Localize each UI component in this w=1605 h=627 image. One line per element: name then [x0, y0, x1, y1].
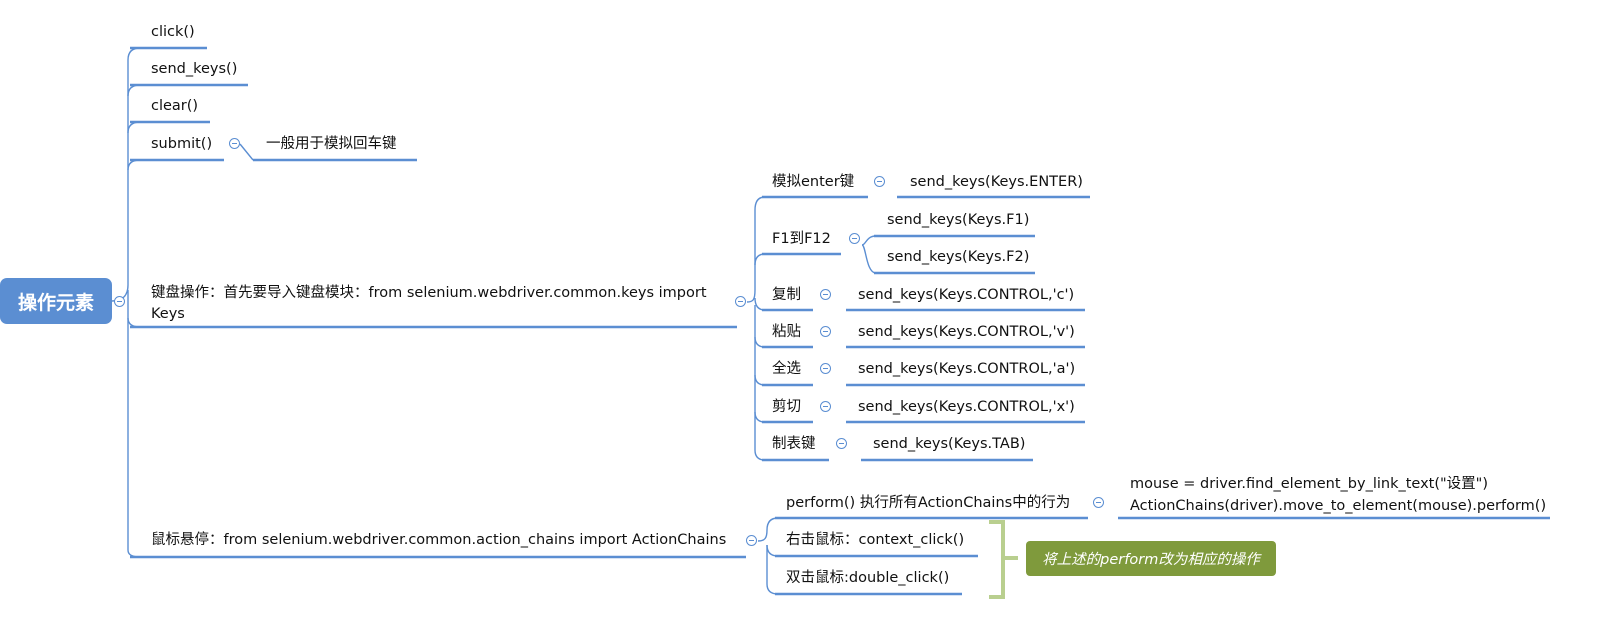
- node-copy-child-label: send_keys(Keys.CONTROL,'c'): [858, 287, 1075, 303]
- collapse-icon[interactable]: [746, 535, 757, 546]
- node-f2[interactable]: send_keys(Keys.F2): [887, 249, 1029, 266]
- node-right-click[interactable]: 右击鼠标：context_click(): [786, 532, 964, 549]
- node-tab[interactable]: 制表键: [772, 436, 816, 453]
- node-click-label: click(): [151, 24, 195, 40]
- node-perform-code-line1: mouse = driver.find_element_by_link_text…: [1130, 476, 1488, 492]
- node-select-all-child-label: send_keys(Keys.CONTROL,'a'): [858, 361, 1076, 377]
- node-enter-child-label: send_keys(Keys.ENTER): [910, 174, 1083, 190]
- node-double-click-label: 双击鼠标:double_click(): [786, 570, 950, 586]
- node-mouse-label: 鼠标悬停：from selenium.webdriver.common.acti…: [151, 532, 727, 548]
- collapse-icon[interactable]: [849, 233, 860, 244]
- collapse-icon[interactable]: [229, 138, 240, 149]
- collapse-icon[interactable]: [820, 363, 831, 374]
- node-f1-label: send_keys(Keys.F1): [887, 212, 1030, 228]
- node-submit-desc-label: 一般用于模拟回车键: [266, 136, 397, 152]
- node-enter-child[interactable]: send_keys(Keys.ENTER): [910, 174, 1083, 191]
- node-submit[interactable]: submit(): [151, 136, 212, 153]
- node-paste-child-label: send_keys(Keys.CONTROL,'v'): [858, 324, 1075, 340]
- node-select-all-child[interactable]: send_keys(Keys.CONTROL,'a'): [858, 361, 1075, 378]
- node-double-click[interactable]: 双击鼠标:double_click(): [786, 570, 949, 587]
- node-submit-label: submit(): [151, 136, 213, 152]
- collapse-icon[interactable]: [820, 326, 831, 337]
- node-perform[interactable]: perform() 执行所有ActionChains中的行为: [786, 495, 1070, 512]
- node-tab-label: 制表键: [772, 436, 816, 452]
- node-mouse[interactable]: 鼠标悬停：from selenium.webdriver.common.acti…: [151, 532, 726, 549]
- node-copy[interactable]: 复制: [772, 287, 801, 304]
- collapse-icon[interactable]: [735, 296, 746, 307]
- node-send-keys-label: send_keys(): [151, 61, 238, 77]
- node-click[interactable]: click(): [151, 24, 195, 41]
- root-label: 操作元素: [17, 291, 94, 314]
- node-f2-label: send_keys(Keys.F2): [887, 249, 1030, 265]
- node-enter[interactable]: 模拟enter键: [772, 174, 854, 191]
- node-tab-child[interactable]: send_keys(Keys.TAB): [873, 436, 1025, 453]
- node-perform-label: perform() 执行所有ActionChains中的行为: [786, 495, 1071, 511]
- node-right-click-label: 右击鼠标：context_click(): [786, 532, 965, 548]
- node-enter-label: 模拟enter键: [772, 174, 855, 190]
- collapse-icon[interactable]: [836, 438, 847, 449]
- collapse-icon[interactable]: [874, 176, 885, 187]
- node-perform-code-line2: ActionChains(driver).move_to_element(mou…: [1130, 498, 1547, 514]
- node-select-all-label: 全选: [772, 361, 801, 377]
- node-cut[interactable]: 剪切: [772, 399, 801, 416]
- node-paste-label: 粘贴: [772, 324, 801, 340]
- node-keyboard-label: 键盘操作：首先要导入键盘模块：from selenium.webdriver.c…: [151, 285, 707, 322]
- node-select-all[interactable]: 全选: [772, 361, 801, 378]
- callout-note[interactable]: 将上述的perform改为相应的操作: [1026, 541, 1276, 576]
- node-send-keys[interactable]: send_keys(): [151, 61, 237, 78]
- node-perform-code[interactable]: mouse = driver.find_element_by_link_text…: [1130, 473, 1546, 517]
- callout-label: 将上述的perform改为相应的操作: [1042, 552, 1260, 568]
- node-copy-child[interactable]: send_keys(Keys.CONTROL,'c'): [858, 287, 1074, 304]
- node-cut-child-label: send_keys(Keys.CONTROL,'x'): [858, 399, 1075, 415]
- node-cut-label: 剪切: [772, 399, 801, 415]
- node-cut-child[interactable]: send_keys(Keys.CONTROL,'x'): [858, 399, 1075, 416]
- node-clear-label: clear(): [151, 98, 199, 114]
- collapse-icon[interactable]: [114, 296, 125, 307]
- node-paste[interactable]: 粘贴: [772, 324, 801, 341]
- node-clear[interactable]: clear(): [151, 98, 198, 115]
- node-submit-desc[interactable]: 一般用于模拟回车键: [266, 136, 397, 153]
- node-paste-child[interactable]: send_keys(Keys.CONTROL,'v'): [858, 324, 1075, 341]
- node-tab-child-label: send_keys(Keys.TAB): [873, 436, 1026, 452]
- node-f1[interactable]: send_keys(Keys.F1): [887, 212, 1029, 229]
- node-copy-label: 复制: [772, 287, 801, 303]
- collapse-icon[interactable]: [820, 289, 831, 300]
- collapse-icon[interactable]: [820, 401, 831, 412]
- node-keyboard[interactable]: 键盘操作：首先要导入键盘模块：from selenium.webdriver.c…: [151, 283, 731, 325]
- root-node[interactable]: 操作元素: [0, 278, 112, 324]
- collapse-icon[interactable]: [1093, 497, 1104, 508]
- node-f1f12[interactable]: F1到F12: [772, 231, 831, 248]
- node-f1f12-label: F1到F12: [772, 231, 831, 247]
